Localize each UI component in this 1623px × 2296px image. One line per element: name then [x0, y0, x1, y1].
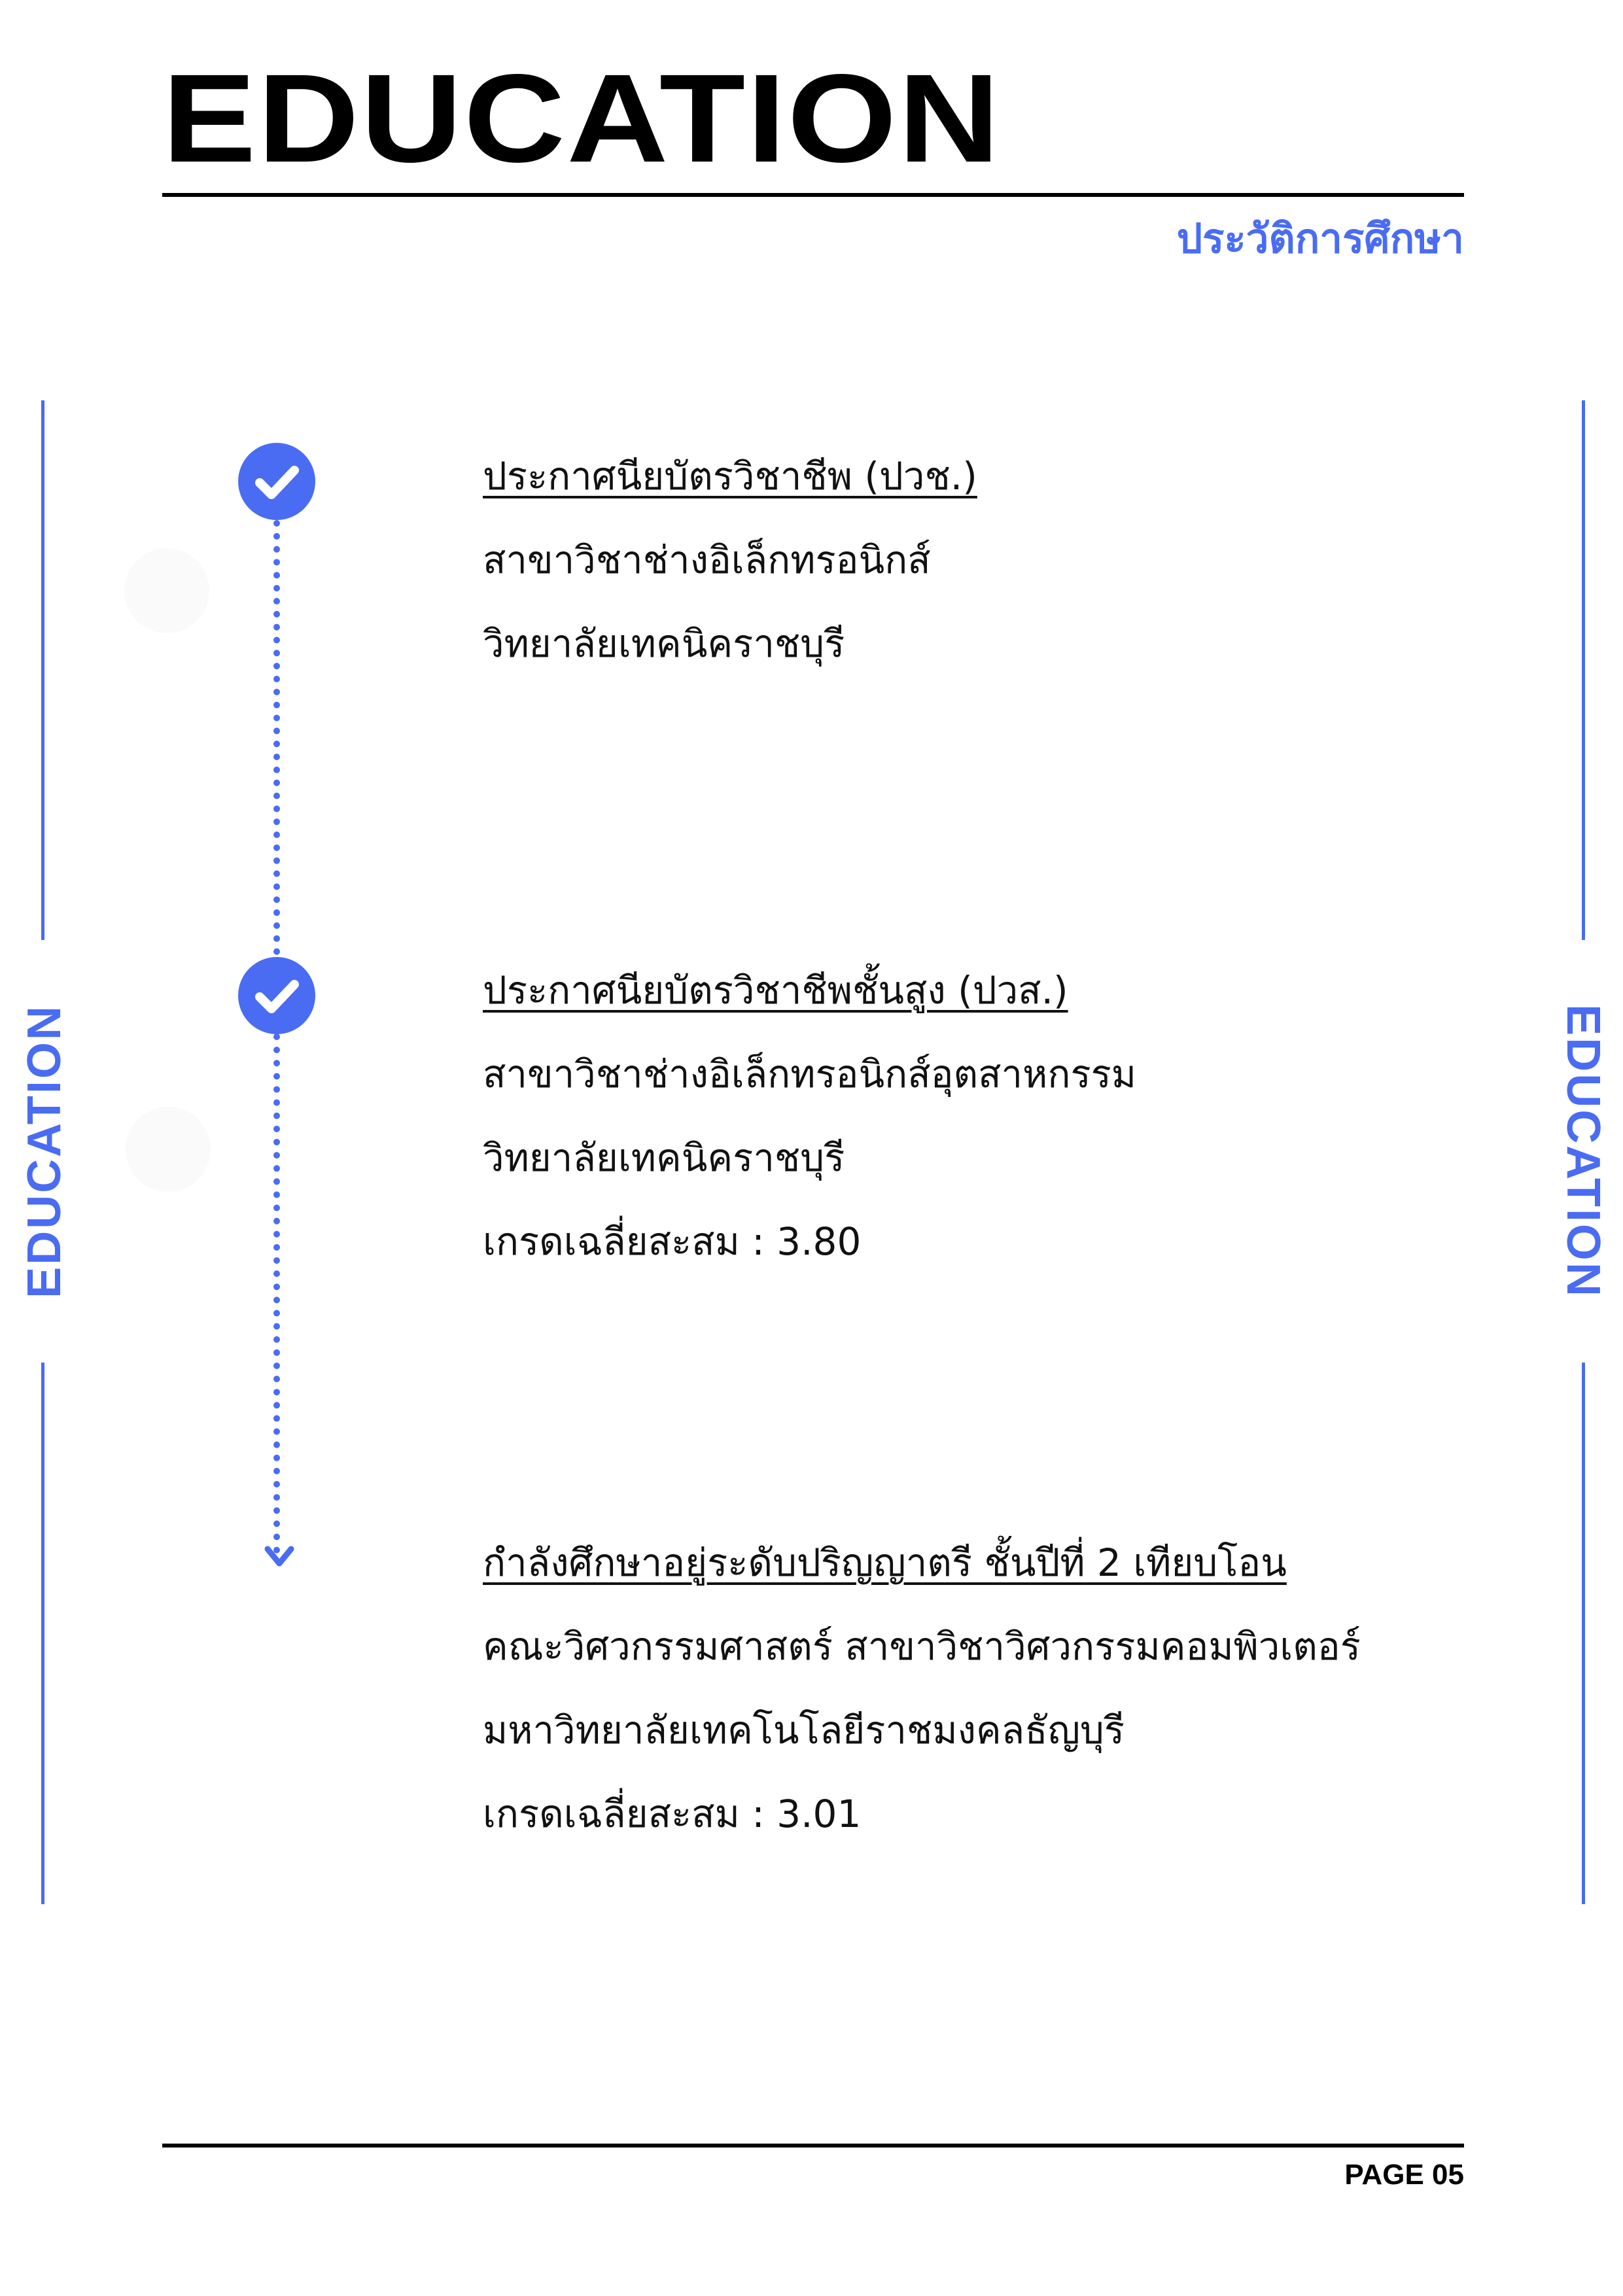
entry-major: คณะวิศวกรรมศาสตร์ สาขาวิชาวิศวกรรมคอมพิว…	[483, 1624, 1361, 1669]
entry-major: สาขาวิชาช่างอิเล็กทรอนิกส์	[483, 538, 931, 582]
left-side-line-top	[41, 400, 44, 940]
page-subtitle: ประวัติการศึกษา	[1176, 215, 1464, 262]
timeline-dotted-line	[273, 520, 287, 955]
arrow-down-icon	[264, 1546, 294, 1567]
header-divider	[162, 193, 1464, 197]
education-entry-high-vocational: ประกาศนียบัตรวิชาชีพชั้นสูง (ปวส.) สาขาว…	[483, 948, 1136, 1283]
entry-heading: กำลังศึกษาอยู่ระดับปริญญาตรี ชั้นปีที่ 2…	[483, 1540, 1287, 1585]
check-circle-icon	[238, 957, 315, 1034]
page-title: EDUCATION	[162, 48, 1002, 188]
page-number: PAGE 05	[1344, 2159, 1464, 2191]
left-side-line-bottom	[41, 1363, 44, 1904]
right-side-line-top	[1582, 400, 1585, 940]
timeline-dotted-line	[273, 1034, 287, 1554]
entry-heading: ประกาศนียบัตรวิชาชีพชั้นสูง (ปวส.)	[483, 968, 1068, 1013]
entry-institution: มหาวิทยาลัยเทคโนโลยีราชมงคลธัญบุรี	[483, 1708, 1125, 1752]
right-side-label: EDUCATION	[1557, 1004, 1609, 1298]
footer-divider	[162, 2144, 1464, 2148]
left-side-label: EDUCATION	[18, 1004, 71, 1298]
entry-gpa: เกรดเฉลี่ยสะสม : 3.01	[483, 1792, 862, 1836]
education-entry-bachelor: กำลังศึกษาอยู่ระดับปริญญาตรี ชั้นปีที่ 2…	[483, 1521, 1361, 1856]
check-circle-icon	[238, 443, 315, 520]
decorative-circle	[124, 548, 209, 633]
decorative-circle	[126, 1107, 211, 1192]
entry-heading: ประกาศนียบัตรวิชาชีพ (ปวช.)	[483, 454, 977, 498]
education-entry-vocational: ประกาศนียบัตรวิชาชีพ (ปวช.) สาขาวิชาช่าง…	[483, 434, 977, 686]
entry-major: สาขาวิชาช่างอิเล็กทรอนิกส์อุตสาหกรรม	[483, 1052, 1136, 1096]
entry-gpa: เกรดเฉลี่ยสะสม : 3.80	[483, 1219, 862, 1264]
entry-institution: วิทยาลัยเทคนิคราชบุรี	[483, 621, 845, 666]
entry-institution: วิทยาลัยเทคนิคราชบุรี	[483, 1136, 845, 1180]
right-side-line-bottom	[1582, 1363, 1585, 1904]
